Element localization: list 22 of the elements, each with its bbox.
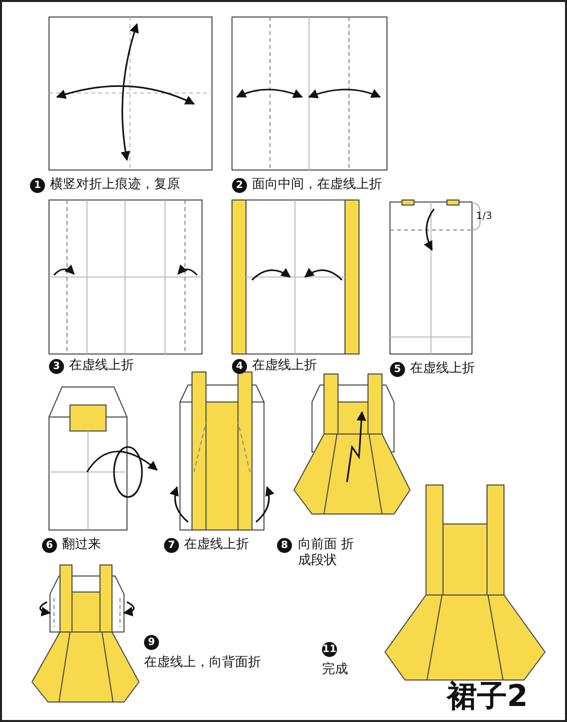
step-number: 2 xyxy=(232,178,247,193)
step-caption: 在虚线上折 xyxy=(184,537,249,553)
step-number: 8 xyxy=(277,538,292,553)
step-caption: 面向中间，在虚线上折 xyxy=(252,177,382,193)
step-caption: 在虚线上，向背面折 xyxy=(144,655,261,671)
step-caption: 在虚线上折 xyxy=(410,361,475,377)
step-caption: 翻过来 xyxy=(62,537,101,553)
step-caption: 在虚线上折 xyxy=(252,358,317,374)
step-caption: 向前面 折成段状 xyxy=(298,537,356,569)
step-number: 6 xyxy=(42,538,57,553)
step-caption: 在虚线上折 xyxy=(69,358,134,374)
step-number: 1 xyxy=(30,178,45,193)
step-number: 7 xyxy=(164,538,179,553)
fraction-label: 1/3 xyxy=(476,210,492,224)
step-number: 11 xyxy=(322,642,337,657)
step-number: 3 xyxy=(49,359,64,374)
step-number: 4 xyxy=(232,359,247,374)
step-number: 5 xyxy=(390,362,405,377)
title: 裙子2 xyxy=(447,680,528,714)
step-caption: 完成 xyxy=(322,662,348,678)
step-number: 9 xyxy=(144,635,159,650)
step-caption: 横竖对折上痕迹，复原 xyxy=(50,177,180,193)
